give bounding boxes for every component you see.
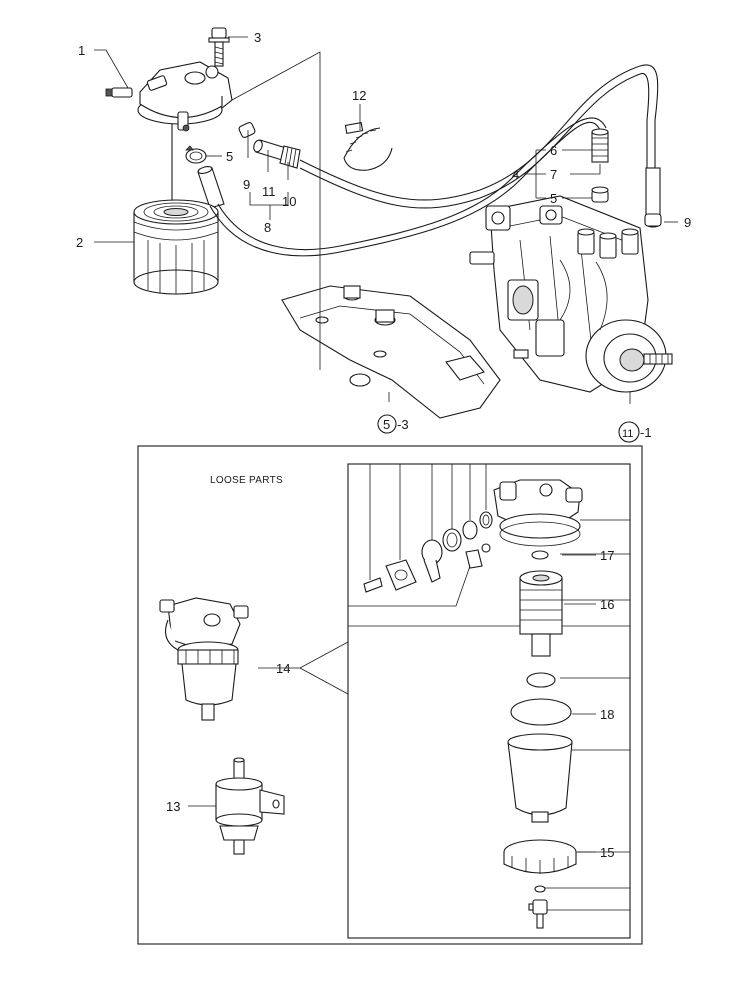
injection-pump <box>469 195 673 393</box>
cap-upper <box>238 122 256 138</box>
callout-labels: 1 2 3 4 5 5 5 -3 6 7 8 9 9 10 11 11 -1 1… <box>76 30 691 860</box>
short-hose <box>197 166 225 209</box>
fuel-pump-13 <box>215 757 285 855</box>
return-hose-joint <box>253 139 301 169</box>
small-cap-9 <box>644 213 662 227</box>
small-cap-5 <box>591 186 609 203</box>
callout-5-3: 5 -3 <box>377 414 409 434</box>
callout-3: 3 <box>254 30 261 45</box>
fuel-filter-head <box>105 61 233 132</box>
callout-6: 6 <box>550 143 557 158</box>
callout-16: 16 <box>600 597 614 612</box>
loose-parts-heading: LOOSE PARTS <box>210 475 283 486</box>
injection-pipe-fitting <box>591 128 609 163</box>
retainer-ring <box>526 672 556 688</box>
filter-cartridge <box>133 199 219 295</box>
callout-10: 10 <box>282 194 296 209</box>
bolt <box>208 27 230 67</box>
callout-7: 7 <box>550 167 557 182</box>
callout-5-3-suffix: -3 <box>397 417 409 432</box>
callout-9-pump: 9 <box>684 215 691 230</box>
leader-lines-upper <box>94 36 678 404</box>
callout-13: 13 <box>166 799 180 814</box>
fuel-return-pipe <box>209 64 659 257</box>
reference-line <box>231 51 321 370</box>
o-ring-18 <box>510 698 572 726</box>
callout-17: 17 <box>600 548 614 563</box>
leader-lines-lower <box>188 554 596 853</box>
ring-nut-15 <box>503 839 577 874</box>
callout-8: 8 <box>264 220 271 235</box>
callout-9-upper: 9 <box>243 177 250 192</box>
callout-11-1-suffix: -1 <box>640 425 652 440</box>
callout-11: 11 <box>262 184 276 199</box>
hose-clip-upper <box>185 145 207 164</box>
callout-5-3-circled: 5 <box>383 417 390 432</box>
o-ring-17 <box>531 550 549 560</box>
callout-15: 15 <box>600 845 614 860</box>
callout-4: 4 <box>512 167 519 182</box>
callout-14: 14 <box>276 661 290 676</box>
filter-head-exploded <box>493 479 583 547</box>
callout-5-upper: 5 <box>226 149 233 164</box>
callout-11-1-circled: 11 <box>622 428 633 440</box>
hose-clamp-band <box>343 122 393 171</box>
leader-14 <box>258 641 349 695</box>
drain-plug <box>528 899 548 929</box>
callout-2: 2 <box>76 235 83 250</box>
subparts-leaders <box>348 464 630 911</box>
drain-o-ring <box>534 885 546 893</box>
callout-11-1: 11 -1 <box>618 421 652 443</box>
filter-exploded-frame <box>347 463 631 939</box>
callout-1: 1 <box>78 43 85 58</box>
fuel-filter-assembly-14 <box>159 597 249 721</box>
callout-18: 18 <box>600 707 614 722</box>
loose-parts-frame <box>137 445 643 945</box>
mounting-bracket <box>281 285 501 419</box>
filter-bowl <box>507 733 573 823</box>
gasket-set <box>363 511 493 593</box>
callout-12: 12 <box>352 88 366 103</box>
callout-5-pump: 5 <box>550 191 557 206</box>
filter-element-16 <box>519 570 563 657</box>
